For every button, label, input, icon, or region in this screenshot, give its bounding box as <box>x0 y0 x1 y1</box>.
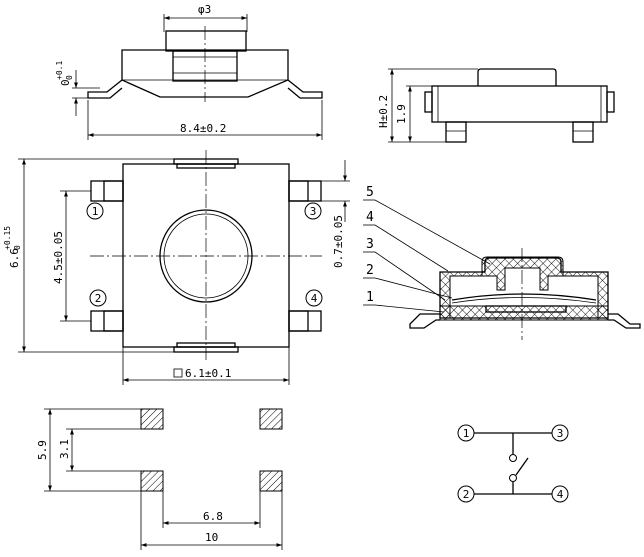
part-1-label: 1 <box>366 290 374 305</box>
plan-height-tol-lower: 0 <box>13 245 22 250</box>
schematic-pin-3-label: 3 <box>557 427 564 440</box>
lead-label: 0.7±0.05 <box>332 215 345 268</box>
height-tol-lower: 0 <box>65 75 74 80</box>
pin-4-marker <box>305 289 323 307</box>
plan-view: 1 2 3 4 6.6 +0.15 0 4.5±0.05 6.1±0.1 0.7… <box>3 150 350 385</box>
pin-1-label: 1 <box>92 205 99 218</box>
part-2-label: 2 <box>366 263 374 278</box>
body-size-label: 6.1±0.1 <box>185 367 231 380</box>
schematic-pin-2-label: 2 <box>463 488 470 501</box>
front-view: φ3 0 +0.1 0 8.4±0.2 <box>55 3 323 140</box>
pad-top-left <box>140 408 164 430</box>
schematic-pin-1-label: 1 <box>463 427 470 440</box>
plan-height-label: 6.6 <box>8 248 21 268</box>
square-symbol <box>173 368 183 378</box>
part-5-label: 5 <box>366 185 374 200</box>
pitch-label: 4.5±0.05 <box>52 231 65 284</box>
plan-height-tol-upper: +0.15 <box>3 226 12 250</box>
part-3-label: 3 <box>366 237 374 252</box>
schematic: 1 3 2 4 <box>457 424 569 503</box>
pin-1-marker <box>86 202 104 220</box>
schematic-pin-4-marker <box>551 485 569 503</box>
footprint-inner-width-label: 6.8 <box>203 510 223 523</box>
diameter-label: φ3 <box>198 3 211 16</box>
height-label: 0 <box>59 79 72 86</box>
pin-4-label: 4 <box>311 292 318 305</box>
pin-2-label: 2 <box>95 292 102 305</box>
pad-top-right <box>259 408 283 430</box>
pad-bottom-right <box>259 470 283 492</box>
width-label: 8.4±0.2 <box>180 122 226 135</box>
section-view: 5 4 3 2 1 <box>363 185 641 340</box>
pin-3-label: 3 <box>310 205 317 218</box>
pin-2-marker <box>89 289 107 307</box>
schematic-pin-1-marker <box>457 424 475 442</box>
part-4-label: 4 <box>366 210 374 225</box>
footprint-outer-width-label: 10 <box>205 531 218 544</box>
pin-3-marker <box>304 202 322 220</box>
schematic-pin-4-label: 4 <box>557 488 564 501</box>
schematic-pin-2-marker <box>457 485 475 503</box>
footprint-outer-height-label: 5.9 <box>36 440 49 460</box>
body-height-label: 1.9 <box>395 104 408 124</box>
side-height-label: H±0.2 <box>377 95 390 128</box>
height-tol-upper: +0.1 <box>55 61 64 80</box>
pad-bottom-left <box>140 470 164 492</box>
footprint-inner-height-label: 3.1 <box>58 439 71 459</box>
footprint-view: 5.9 3.1 6.8 10 <box>36 408 283 550</box>
schematic-pin-3-marker <box>551 424 569 442</box>
side-view: H±0.2 1.9 <box>377 68 615 143</box>
